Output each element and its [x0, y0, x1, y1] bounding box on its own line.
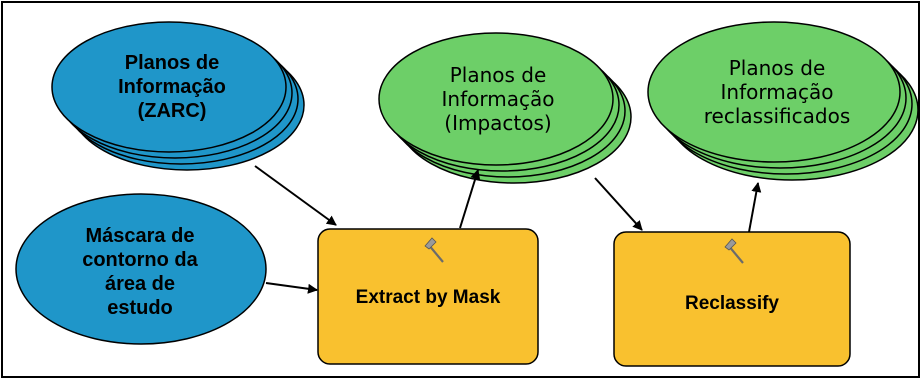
- edge-impactos-to-reclassify: [594, 177, 643, 231]
- label-planos-zarc: Planos de Informação (ZARC): [118, 52, 226, 122]
- label-extract-by-mask: Extract by Mask: [355, 286, 501, 308]
- label-reclassify: Reclassify: [684, 292, 779, 314]
- edge-reclassify-to-reclassificados: [748, 182, 762, 233]
- label-planos-impactos: Planos de Informação (Impactos): [441, 63, 555, 135]
- label-mascara: Máscara de contorno da área de estudo: [82, 224, 198, 319]
- edge-extract-to-impactos: [459, 169, 481, 229]
- hammer-icon: [424, 237, 444, 263]
- node-planos-impactos[interactable]: [378, 32, 632, 184]
- node-mascara[interactable]: [15, 193, 267, 345]
- label-planos-reclassificados: Planos de Informação reclassificados: [703, 56, 851, 128]
- edge-mascara-to-extract: [265, 282, 318, 294]
- node-reclassify[interactable]: [613, 231, 851, 367]
- edge-zarc-to-extract: [254, 165, 337, 226]
- node-planos-reclassificados[interactable]: [647, 21, 919, 181]
- hammer-icon: [724, 238, 744, 264]
- node-extract-by-mask[interactable]: [317, 228, 539, 365]
- node-planos-zarc[interactable]: [51, 21, 305, 171]
